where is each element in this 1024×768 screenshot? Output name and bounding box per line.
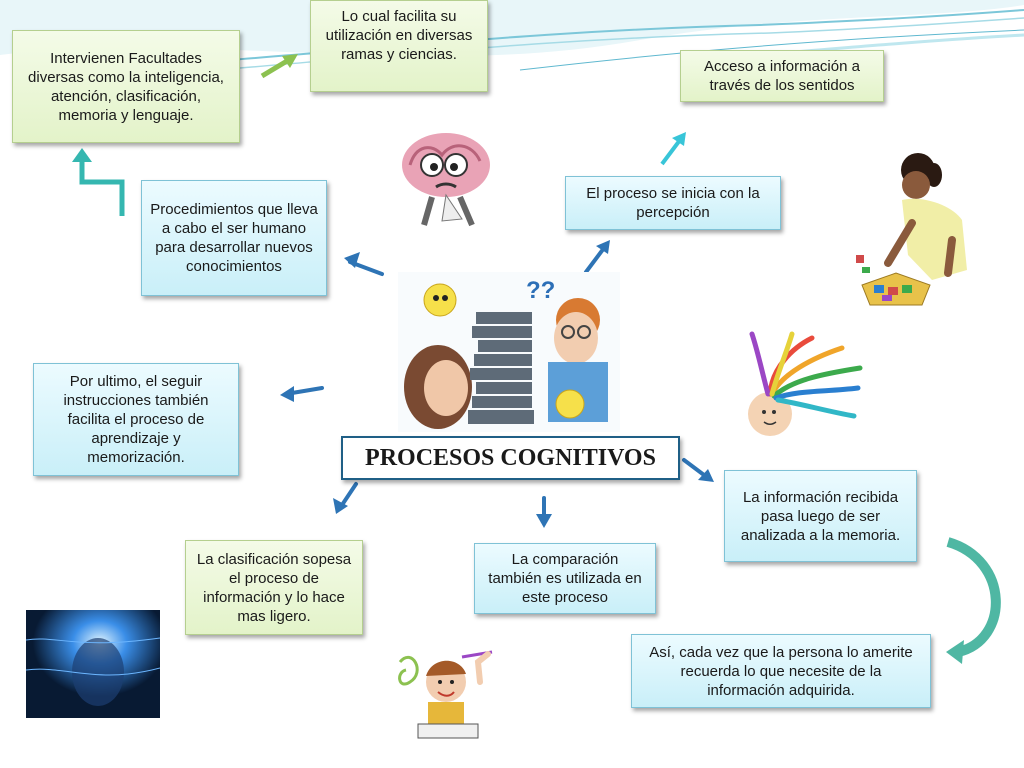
comparacion-text: La comparación también es utilizada en e… (488, 551, 642, 606)
facultades-box: Intervienen Facultades diversas como la … (12, 30, 240, 143)
percepcion-box: El proceso se inicia con la percepción (565, 176, 781, 230)
facultades-text: Intervienen Facultades diversas como la … (28, 49, 224, 124)
facilita-text: Lo cual facilita su utilización en diver… (325, 8, 473, 63)
svg-text:??: ?? (526, 277, 555, 304)
procedimientos-box: Procedimientos que lleva a cabo el ser h… (141, 180, 327, 296)
main-title: PROCESOS COGNITIVOS (341, 436, 680, 480)
arrow-to-clasificacion (338, 482, 358, 510)
facilita-box: Lo cual facilita su utilización en diver… (310, 0, 488, 92)
asi-box: Así, cada vez que la persona lo amerite … (631, 634, 931, 708)
informacion-text: La información recibida pasa luego de se… (740, 488, 901, 544)
glowing-head-icon (26, 610, 160, 718)
arrow-to-percepcion (584, 246, 606, 274)
informacion-box: La información recibida pasa luego de se… (724, 470, 917, 562)
procedimientos-text: Procedimientos que lleva a cabo el ser h… (150, 201, 318, 275)
arrow-to-procedimientos (348, 260, 384, 276)
arrow-to-informacion (682, 458, 710, 480)
boy-drawing-icon (392, 642, 498, 748)
comparacion-box: La comparación también es utilizada en e… (474, 543, 656, 614)
percepcion-text: El proceso se inicia con la percepción (586, 185, 760, 221)
girl-puzzle-icon (856, 153, 967, 306)
acceso-box: Acceso a información a través de los sen… (680, 50, 884, 102)
colorful-head-icon (748, 331, 863, 436)
clasificacion-text: La clasificación sopesa el proceso de in… (196, 550, 352, 625)
clasificacion-box: La clasificación sopesa el proceso de in… (185, 540, 363, 635)
por-ultimo-box: Por ultimo, el seguir instrucciones tamb… (33, 363, 239, 476)
asi-text: Así, cada vez que la persona lo amerite … (649, 643, 913, 699)
acceso-text: Acceso a información a través de los sen… (704, 58, 860, 94)
brain-character-icon (402, 133, 490, 227)
arrow-to-por-ultimo (284, 386, 324, 396)
children-books-icon: ?? (398, 272, 620, 432)
por-ultimo-text: Por ultimo, el seguir instrucciones tamb… (63, 373, 209, 466)
